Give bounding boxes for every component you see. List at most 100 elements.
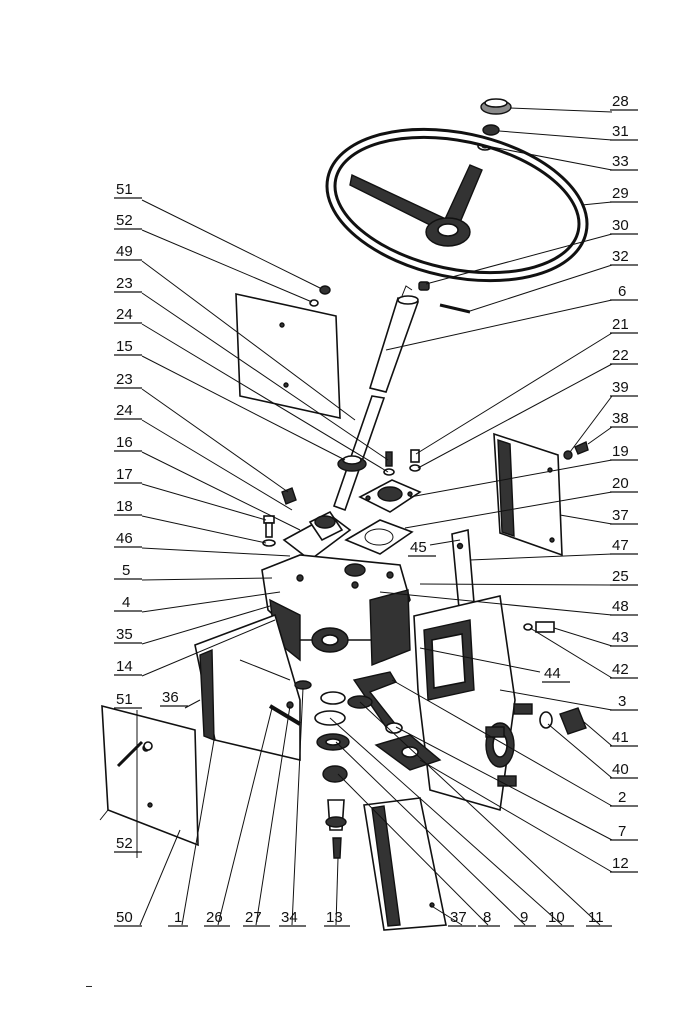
svg-text:33: 33 [612, 153, 629, 170]
callout-label: 20 [610, 475, 638, 493]
svg-text:29: 29 [612, 185, 629, 202]
svg-text:27: 27 [245, 909, 262, 926]
svg-text:5: 5 [122, 562, 130, 579]
svg-text:28: 28 [612, 93, 629, 110]
svg-text:24: 24 [116, 306, 133, 323]
callout-label: 14 [114, 658, 142, 676]
svg-text:52: 52 [116, 835, 133, 852]
lower-shaft-part [332, 395, 386, 512]
callout-label: 30 [610, 217, 638, 235]
svg-text:45: 45 [410, 539, 427, 556]
callout-label: 44 [542, 665, 570, 683]
svg-text:1: 1 [174, 909, 182, 926]
svg-text:7: 7 [618, 823, 626, 840]
callouts-left: 51 52 49 23 24 15 23 24 16 17 18 46 5 4 … [114, 181, 188, 853]
callout-label: 52 [114, 835, 142, 853]
callout-label: 2 [610, 789, 638, 807]
lower-screw-part [116, 740, 153, 768]
svg-text:24: 24 [116, 402, 133, 419]
left-cover-panel-part [99, 704, 199, 847]
callout-label: 1 [168, 909, 188, 927]
svg-text:38: 38 [612, 410, 629, 427]
callout-label: 39 [610, 379, 638, 397]
callout-label: 12 [610, 855, 638, 873]
callout-label: 13 [324, 909, 350, 927]
svg-text:21: 21 [612, 316, 629, 333]
svg-text:8: 8 [483, 909, 491, 926]
callout-label: 48 [610, 598, 638, 616]
svg-text:11: 11 [588, 909, 604, 926]
svg-text:34: 34 [281, 909, 298, 926]
svg-text:36: 36 [162, 689, 179, 706]
margin-mark: ı [82, 985, 95, 988]
callout-label: 31 [610, 123, 638, 141]
svg-text:12: 12 [612, 855, 629, 872]
svg-text:25: 25 [612, 568, 629, 585]
gasket-part [344, 519, 414, 555]
svg-text:50: 50 [116, 909, 133, 926]
svg-text:31: 31 [612, 123, 629, 140]
horn-cap-part [480, 98, 512, 115]
callout-label: 8 [478, 909, 500, 927]
callout-label: 29 [610, 185, 638, 203]
svg-text:10: 10 [548, 909, 565, 926]
callout-label: 16 [114, 434, 142, 452]
callout-label: 7 [610, 823, 638, 841]
svg-text:37: 37 [612, 507, 629, 524]
callout-label: 18 [114, 498, 142, 516]
upper-cover-panel-part [235, 292, 341, 420]
svg-text:43: 43 [612, 629, 629, 646]
callout-label: 32 [610, 248, 638, 266]
svg-text:22: 22 [612, 347, 629, 364]
svg-text:48: 48 [612, 598, 629, 615]
svg-text:2: 2 [618, 789, 626, 806]
leader-lines [136, 107, 613, 926]
svg-text:39: 39 [612, 379, 629, 396]
callout-label: 27 [243, 909, 270, 927]
callout-label: 3 [610, 693, 638, 711]
svg-text:9: 9 [520, 909, 528, 926]
bolt-right-part [523, 621, 555, 633]
svg-text:19: 19 [612, 443, 629, 460]
bolt-part [262, 515, 276, 547]
steering-wheel-part [325, 127, 589, 283]
callout-label: 25 [610, 568, 638, 586]
callout-label: 23 [114, 275, 142, 293]
pin-part [439, 303, 471, 314]
callout-label: 42 [610, 661, 638, 679]
callout-label: 50 [114, 909, 142, 927]
svg-text:30: 30 [612, 217, 629, 234]
screw-part [383, 451, 395, 476]
svg-text:4: 4 [122, 594, 130, 611]
column-bracket-part [282, 510, 352, 562]
callout-label: 28 [610, 93, 638, 111]
bearing-stack-part [294, 680, 373, 859]
svg-text:23: 23 [116, 275, 133, 292]
svg-text:3: 3 [618, 693, 626, 710]
callouts-bottom: 50 1 26 27 34 13 37 8 9 10 11 [114, 909, 612, 927]
callout-label: 6 [610, 283, 638, 301]
callout-label: 40 [610, 761, 638, 779]
callout-label: 41 [610, 729, 638, 747]
svg-text:51: 51 [116, 691, 133, 708]
callout-label: 46 [114, 530, 142, 548]
svg-text:41: 41 [612, 729, 629, 746]
steering-nut-part [482, 124, 500, 136]
callout-label: 36 [160, 689, 188, 707]
svg-text:14: 14 [116, 658, 133, 675]
svg-text:37: 37 [450, 909, 467, 926]
svg-text:13: 13 [326, 909, 343, 926]
callout-label: 35 [114, 626, 142, 644]
callout-label: 10 [546, 909, 574, 927]
callout-label: 45 [408, 539, 436, 557]
svg-text:26: 26 [206, 909, 223, 926]
right-cover-panel-part [493, 432, 563, 557]
right-housing-part [413, 595, 516, 812]
callout-label: 23 [114, 371, 142, 389]
steering-shaft-tube-part [368, 285, 420, 393]
callout-label: 34 [279, 909, 306, 927]
callout-label: 9 [514, 909, 536, 927]
callout-label: 24 [114, 402, 142, 420]
svg-text:16: 16 [116, 434, 133, 451]
